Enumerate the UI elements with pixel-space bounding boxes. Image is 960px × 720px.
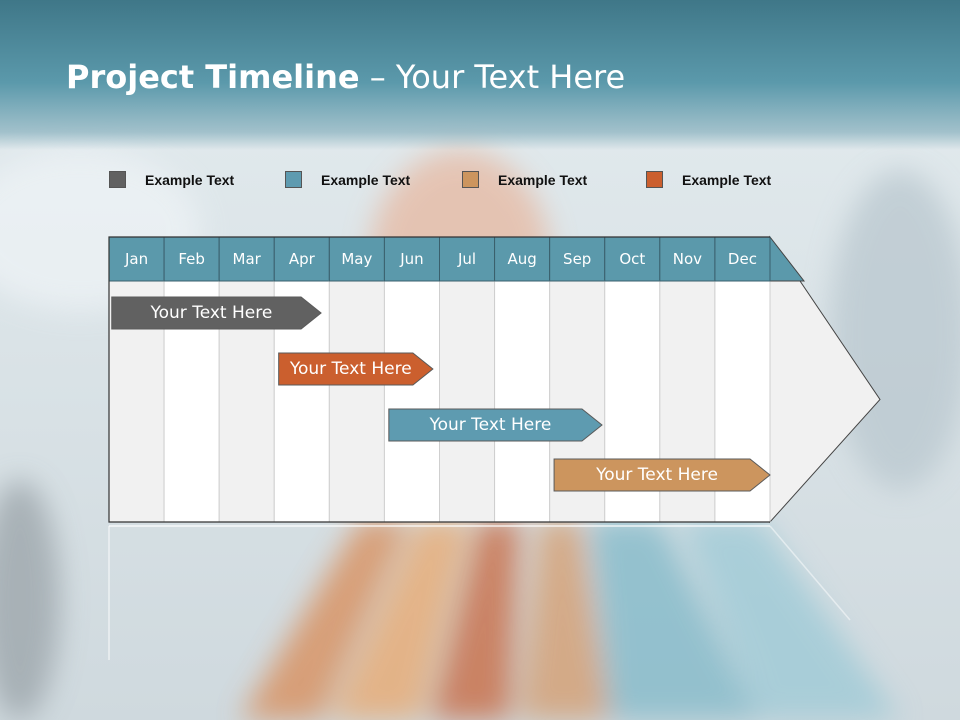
month-column	[439, 280, 496, 523]
legend-swatch	[646, 171, 663, 188]
month-header-cell	[383, 236, 440, 282]
month-header-cell	[108, 236, 165, 282]
title-rest: – Your Text Here	[359, 58, 626, 96]
month-header-cell	[659, 236, 716, 282]
task-label: Your Text Here	[596, 465, 718, 485]
month-header-cell	[273, 236, 330, 282]
legend-label: Example Text	[321, 172, 411, 188]
header-band	[0, 0, 960, 150]
task-bar	[111, 296, 322, 330]
month-header-cell	[714, 236, 771, 282]
month-label: Apr	[288, 250, 315, 268]
month-label: Jul	[457, 250, 477, 268]
month-header-cell	[218, 236, 275, 282]
month-column	[494, 280, 551, 523]
title-bold: Project Timeline	[66, 58, 360, 96]
arrow-tip-body	[769, 280, 881, 524]
legend-label: Example Text	[498, 172, 588, 188]
legend-swatch	[109, 171, 126, 188]
month-label: Feb	[178, 250, 205, 268]
month-header-cell	[549, 236, 606, 282]
page-title: Project Timeline – Your Text Here	[66, 58, 625, 96]
frame-outline	[108, 236, 770, 523]
arrow-tip-header	[769, 235, 806, 282]
month-label: Nov	[672, 250, 702, 268]
legend-swatch	[462, 171, 479, 188]
legend-label: Example Text	[682, 172, 772, 188]
month-label: Oct	[619, 250, 646, 268]
month-label: Jan	[124, 250, 149, 268]
legend-swatch	[285, 171, 302, 188]
frame-reflection-diagonal	[769, 525, 851, 621]
month-column	[383, 280, 440, 523]
task-label: Your Text Here	[289, 359, 412, 379]
month-label: Jun	[400, 250, 424, 268]
month-header-cell	[604, 236, 661, 282]
task-bar	[553, 458, 771, 492]
month-label: May	[341, 250, 373, 268]
month-label: Mar	[232, 250, 261, 268]
task-bar	[388, 408, 603, 442]
month-header-cell	[328, 236, 385, 282]
month-label: Aug	[507, 250, 537, 268]
task-bar	[278, 352, 434, 386]
month-label: Dec	[727, 250, 757, 268]
task-label: Your Text Here	[429, 415, 552, 435]
month-column	[328, 280, 385, 523]
legend-label: Example Text	[145, 172, 235, 188]
month-label: Sep	[563, 250, 592, 268]
task-label: Your Text Here	[150, 303, 273, 323]
